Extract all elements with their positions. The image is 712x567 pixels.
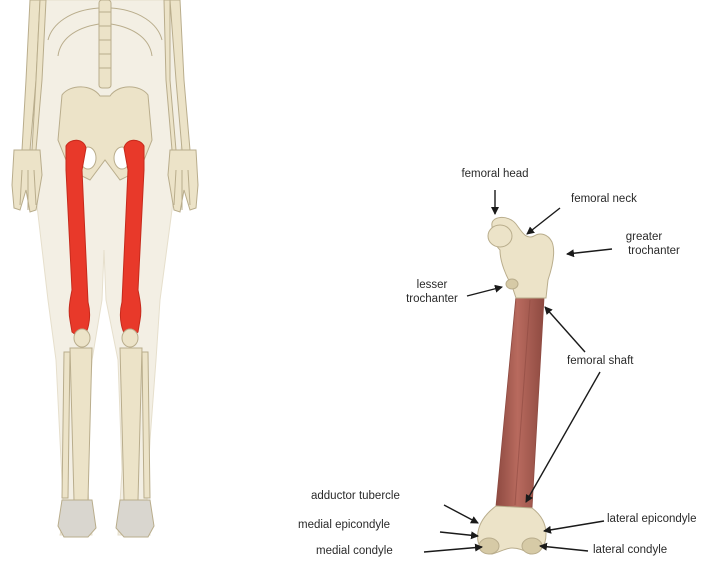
arrow-lateral-condyle — [540, 546, 588, 551]
label-adductor-tubercle: adductor tubercle — [311, 490, 400, 503]
spine — [99, 0, 111, 88]
right-lower-leg — [120, 348, 150, 500]
label-greater-trochanter-1: greater — [614, 231, 674, 244]
arrow-greater-trochanter — [567, 249, 612, 254]
arrow-femoral-neck — [527, 208, 560, 234]
arrow-shaft-upper — [545, 307, 585, 352]
arrow-medial-condyle — [424, 547, 482, 552]
left-patella — [74, 329, 90, 347]
femur-icon — [478, 217, 554, 554]
label-medial-epicondyle: medial epicondyle — [298, 519, 390, 532]
label-femoral-neck: femoral neck — [571, 193, 637, 206]
arrow-lesser-trochanter — [467, 287, 502, 296]
left-foot — [58, 500, 96, 537]
label-lesser-trochanter-1: lesser — [392, 279, 472, 292]
femoral-head-shape — [488, 225, 512, 247]
label-femoral-head: femoral head — [445, 168, 545, 181]
lesser-trochanter-shape — [506, 279, 518, 289]
right-foot — [116, 500, 154, 537]
label-medial-condyle: medial condyle — [316, 545, 393, 558]
left-lower-leg — [62, 348, 92, 500]
right-hand — [168, 150, 198, 212]
label-lesser-trochanter-2: trochanter — [392, 293, 472, 306]
label-lateral-condyle: lateral condyle — [593, 544, 667, 557]
femoral-shaft-shape — [496, 296, 544, 508]
medial-condyle-shape — [479, 538, 499, 554]
label-femoral-shaft: femoral shaft — [567, 355, 633, 368]
arrow-adductor-tubercle — [444, 505, 478, 523]
arrow-medial-epicondyle — [440, 532, 478, 536]
label-lateral-epicondyle: lateral epicondyle — [607, 513, 697, 526]
left-hand — [12, 150, 42, 212]
right-patella — [122, 329, 138, 347]
lateral-condyle-shape — [522, 538, 542, 554]
skeleton-lower-body-icon — [12, 0, 198, 537]
label-greater-trochanter-2: trochanter — [614, 245, 694, 258]
arrow-lateral-epicondyle — [544, 521, 604, 531]
